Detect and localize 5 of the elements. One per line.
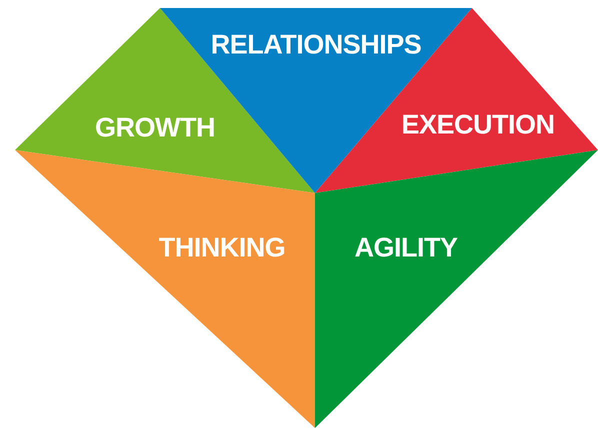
facet-label: RELATIONSHIPS — [210, 30, 422, 60]
facet-label: AGILITY — [354, 232, 458, 264]
facet-label: THINKING — [158, 232, 286, 264]
facet-label: GROWTH — [95, 112, 215, 144]
facet-label: EXECUTION — [401, 110, 555, 140]
